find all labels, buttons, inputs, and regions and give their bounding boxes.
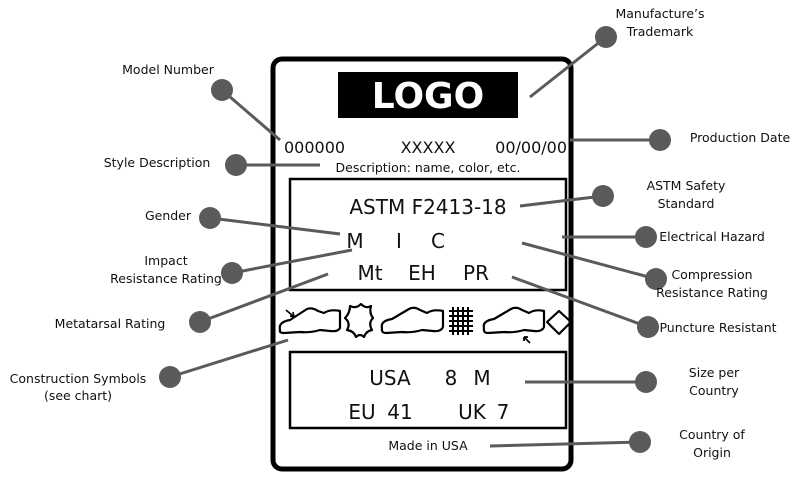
- rating-box: [288, 177, 568, 292]
- shoe-icon: [380, 306, 445, 335]
- electrical-eh: EH: [408, 261, 436, 285]
- size-usa-label: USA: [369, 366, 411, 390]
- size-usa-value: 8: [445, 366, 458, 390]
- callout-lines: [169, 35, 660, 448]
- size-box: [288, 350, 568, 430]
- callout-production-date: Production Date: [690, 130, 791, 145]
- size-eu-value: 41: [387, 400, 412, 424]
- callout-impact-1: Impact: [144, 253, 187, 268]
- puncture-pr: PR: [463, 261, 489, 285]
- callout-electrical: Electrical Hazard: [659, 229, 765, 244]
- logo-box: [338, 72, 518, 118]
- callout-origin-1: Country of: [679, 427, 745, 442]
- shoe-metatarsal-icon: [278, 307, 342, 335]
- mesh-icon: [449, 307, 473, 335]
- callout-size-1: Size per: [689, 365, 740, 380]
- impact-i: I: [396, 229, 402, 253]
- logo-text: LOGO: [372, 76, 484, 117]
- callout-gender: Gender: [145, 208, 192, 223]
- style-code: XXXXX: [401, 138, 456, 157]
- callout-trademark-1: Manufacture’s: [615, 6, 704, 21]
- compression-c: C: [431, 229, 445, 253]
- callout-compression-2: Resistance Rating: [656, 285, 768, 300]
- gender-m: M: [346, 229, 363, 253]
- description: Description: name, color, etc.: [336, 160, 521, 175]
- diamond-icon: [545, 309, 573, 336]
- callout-origin-2: Origin: [693, 445, 731, 460]
- callout-metatarsal: Metatarsal Rating: [55, 316, 166, 331]
- callout-style-description: Style Description: [104, 155, 211, 170]
- callout-construction-1: Construction Symbols: [10, 371, 147, 386]
- made-in: Made in USA: [388, 438, 468, 453]
- callout-astm-2: Standard: [658, 196, 715, 211]
- callout-model-number: Model Number: [122, 62, 215, 77]
- size-eu-label: EU: [348, 400, 375, 424]
- callout-construction-2: (see chart): [44, 388, 112, 403]
- callout-impact-2: Resistance Rating: [110, 271, 222, 286]
- callout-size-2: Country: [689, 383, 739, 398]
- callout-compression-1: Compression: [671, 267, 752, 282]
- callout-puncture: Puncture Resistant: [659, 320, 776, 335]
- callout-astm-1: ASTM Safety: [647, 178, 726, 193]
- size-uk-value: 7: [497, 400, 510, 424]
- production-date: 00/00/00: [495, 138, 567, 157]
- callout-trademark-2: Trademark: [626, 24, 694, 39]
- shoe-puncture-icon: [482, 306, 546, 344]
- size-uk-label: UK: [458, 400, 487, 424]
- astm-standard: ASTM F2413-18: [349, 195, 506, 219]
- model-number: 000000: [284, 138, 345, 157]
- size-usa-width: M: [473, 366, 490, 390]
- callout-dots: [159, 26, 671, 453]
- leather-hide-icon: [343, 302, 375, 339]
- metatarsal-mt: Mt: [357, 261, 382, 285]
